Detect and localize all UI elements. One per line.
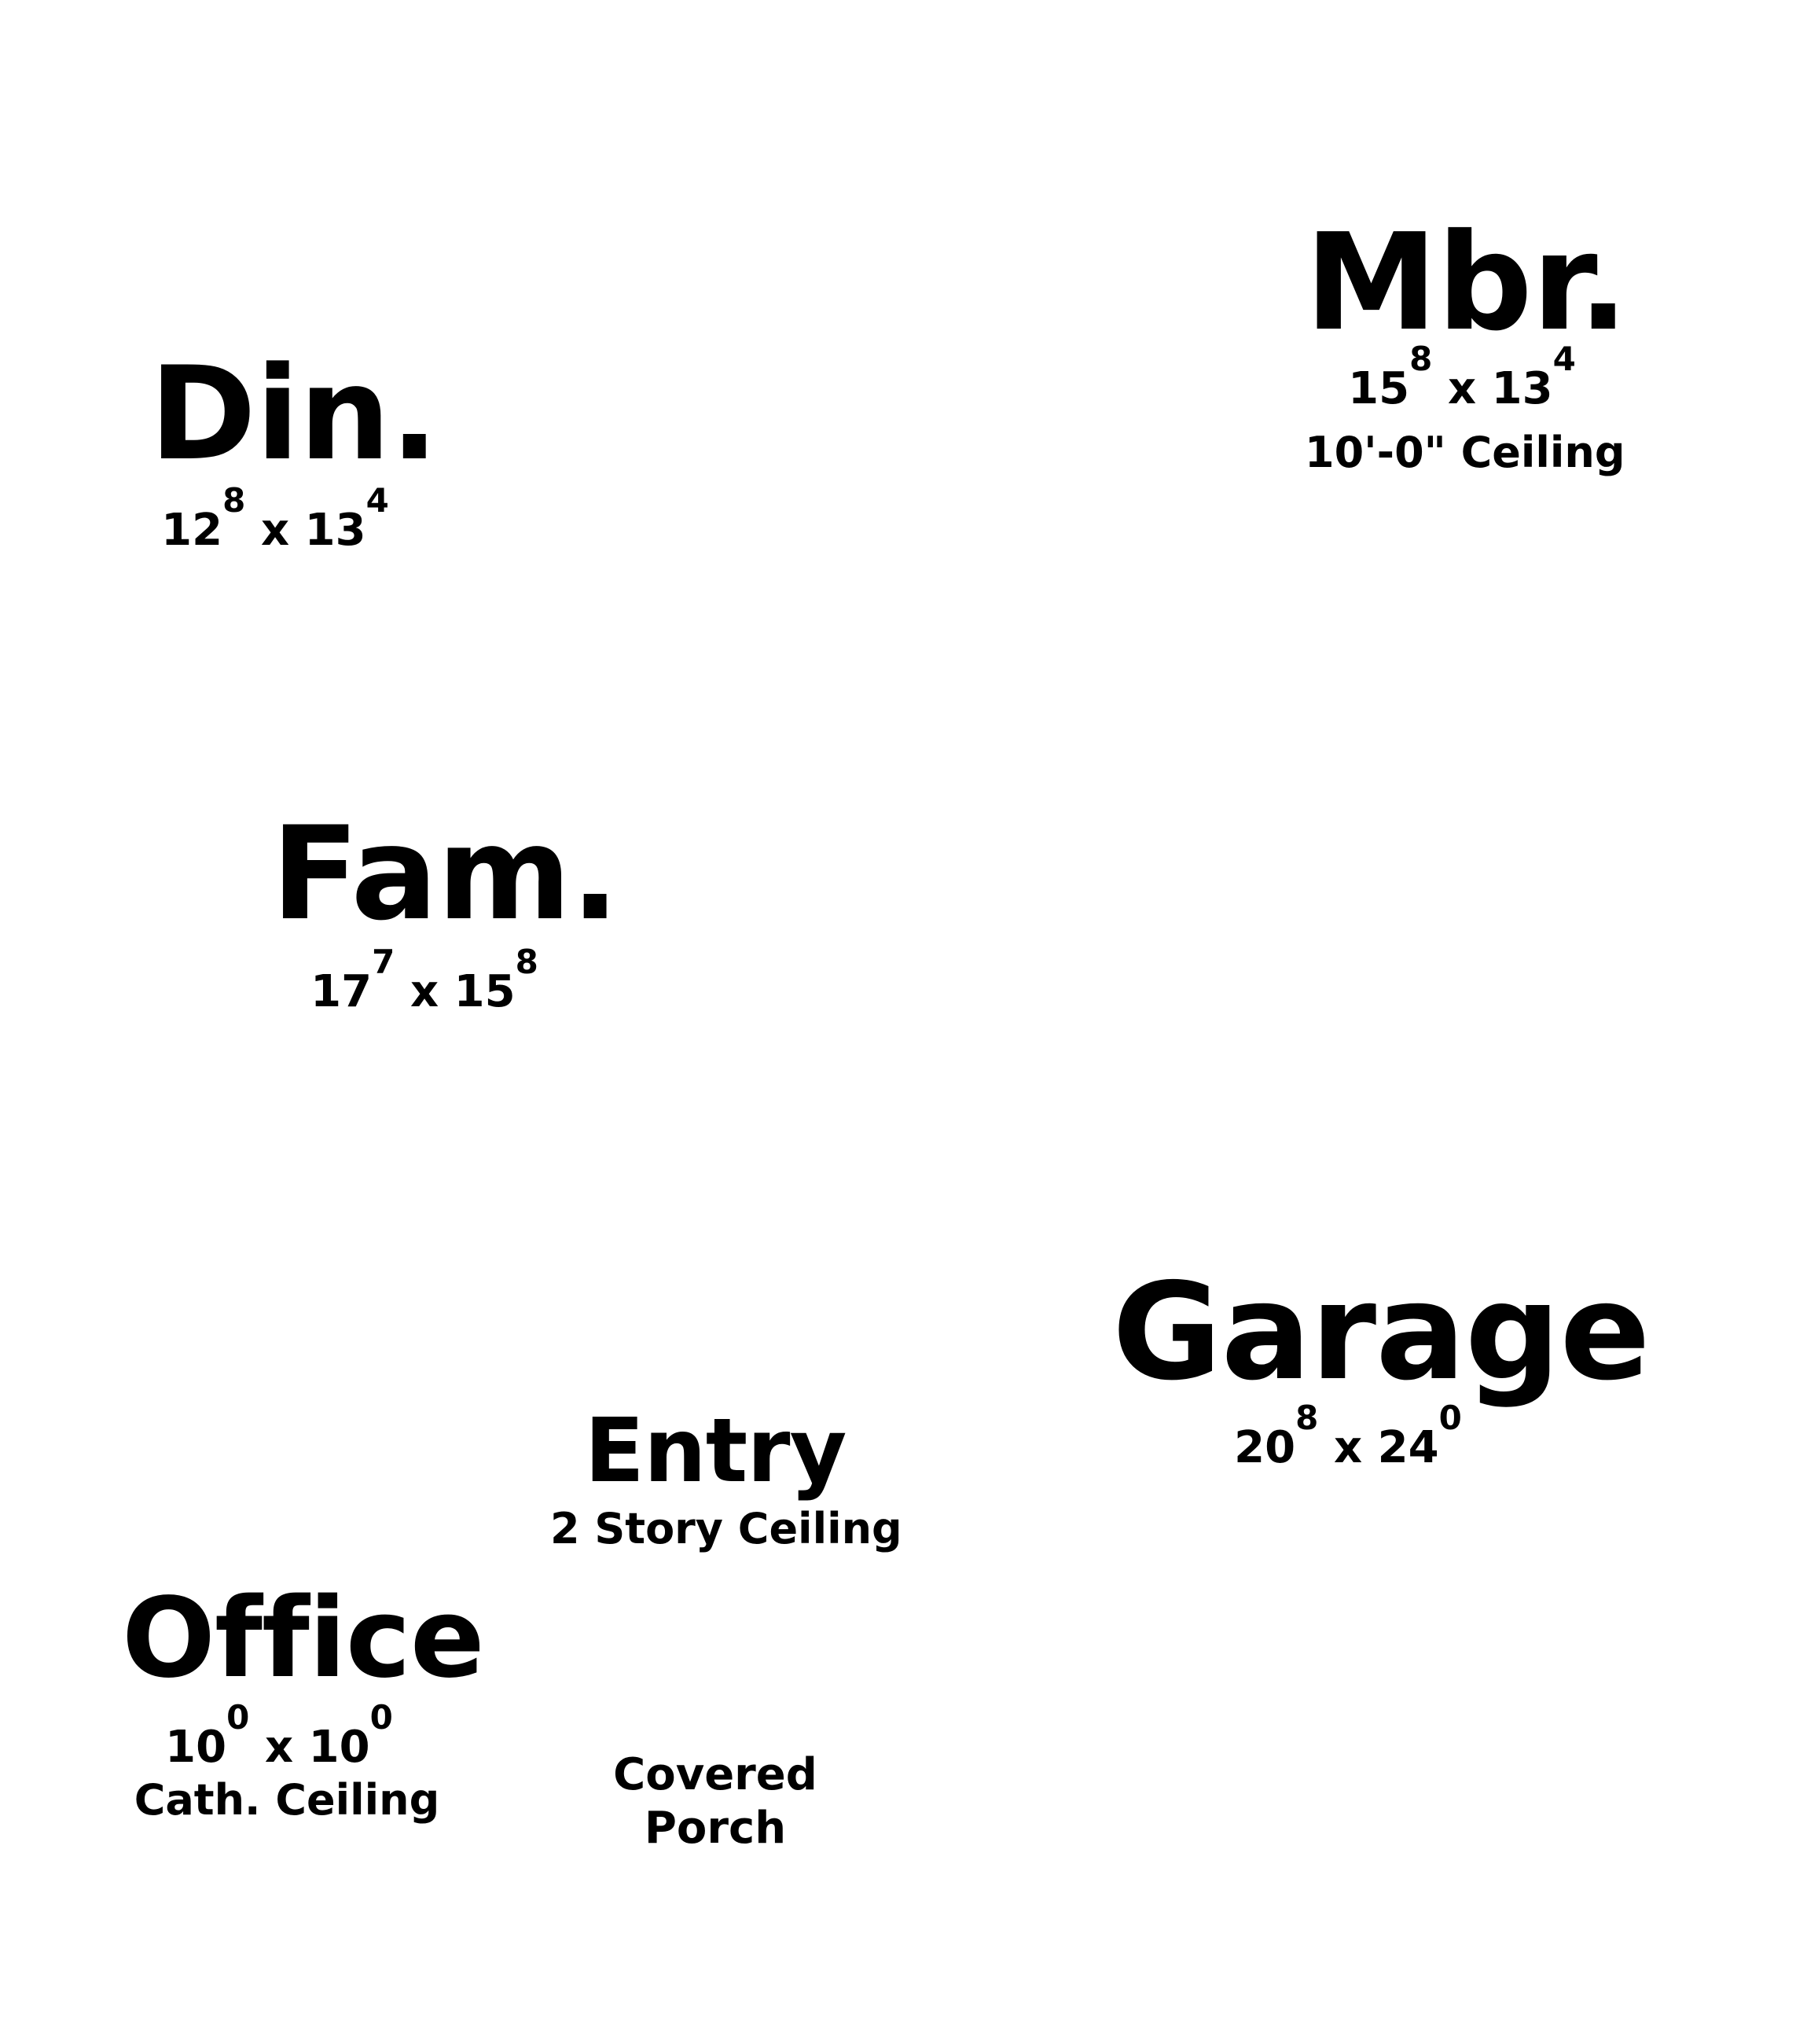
room-dimensions-fam: 177x 158 (240, 946, 609, 1014)
dim-width: 20 (1234, 1422, 1296, 1473)
dim-width-inches: 7 (372, 943, 395, 981)
dim-depth-inches: 0 (1438, 1399, 1462, 1437)
room-name-entry: Entry (584, 1400, 847, 1502)
dim-width: 15 (1348, 363, 1410, 414)
ceiling-note-mbr: 10'-0" Ceiling (1305, 428, 1625, 477)
dim-depth: 13 (1491, 363, 1553, 414)
room-dimensions-mbr: 158x 134 (1305, 343, 1619, 411)
dim-depth: 15 (454, 966, 516, 1017)
room-label-garage: Garage 208x 240 (1112, 1255, 1651, 1470)
dim-depth: 10 (308, 1722, 370, 1773)
room-dimensions-garage: 208x 240 (1096, 1402, 1600, 1470)
dim-separator: x (410, 966, 439, 1017)
room-name-mbr: Mbr. (1305, 205, 1629, 361)
dim-separator: x (264, 1722, 294, 1773)
room-name-fam: Fam. (271, 799, 619, 949)
dim-separator: x (1333, 1422, 1363, 1473)
room-name-office: Office (122, 1575, 485, 1703)
dim-width: 10 (165, 1722, 227, 1773)
dim-depth-inches: 8 (515, 943, 538, 981)
dim-depth-inches: 4 (1552, 340, 1576, 378)
room-dimensions-din: 128x 134 (134, 484, 417, 553)
dim-width: 12 (161, 505, 223, 556)
dim-width-inches: 0 (226, 1698, 250, 1737)
dim-separator: x (1447, 363, 1477, 414)
dim-depth-inches: 0 (369, 1698, 393, 1737)
room-label-entry: Entry 2 Story Ceiling (550, 1400, 902, 1553)
room-name-din: Din. (149, 339, 439, 489)
ceiling-note-entry: 2 Story Ceiling (550, 1504, 902, 1553)
dim-width-inches: 8 (1295, 1399, 1319, 1437)
dim-width: 17 (310, 966, 373, 1017)
porch-label-line1: Covered (613, 1749, 817, 1800)
ceiling-note-office: Cath. Ceiling (134, 1775, 440, 1825)
room-label-mbr: Mbr. 158x 134 10'-0" Ceiling (1305, 205, 1629, 477)
porch-label-line2: Porch (644, 1803, 787, 1854)
room-label-fam: Fam. 177x 158 (271, 799, 619, 1014)
dim-width-inches: 8 (1409, 340, 1433, 378)
dim-depth: 13 (304, 505, 366, 556)
room-label-porch: Covered Porch (597, 1753, 833, 1851)
dim-depth: 24 (1377, 1422, 1439, 1473)
dim-width-inches: 8 (222, 481, 246, 520)
dim-separator: x (260, 505, 290, 556)
room-name-garage: Garage (1112, 1255, 1651, 1410)
room-label-din: Din. 128x 134 (149, 339, 439, 553)
dim-depth-inches: 4 (365, 481, 389, 520)
